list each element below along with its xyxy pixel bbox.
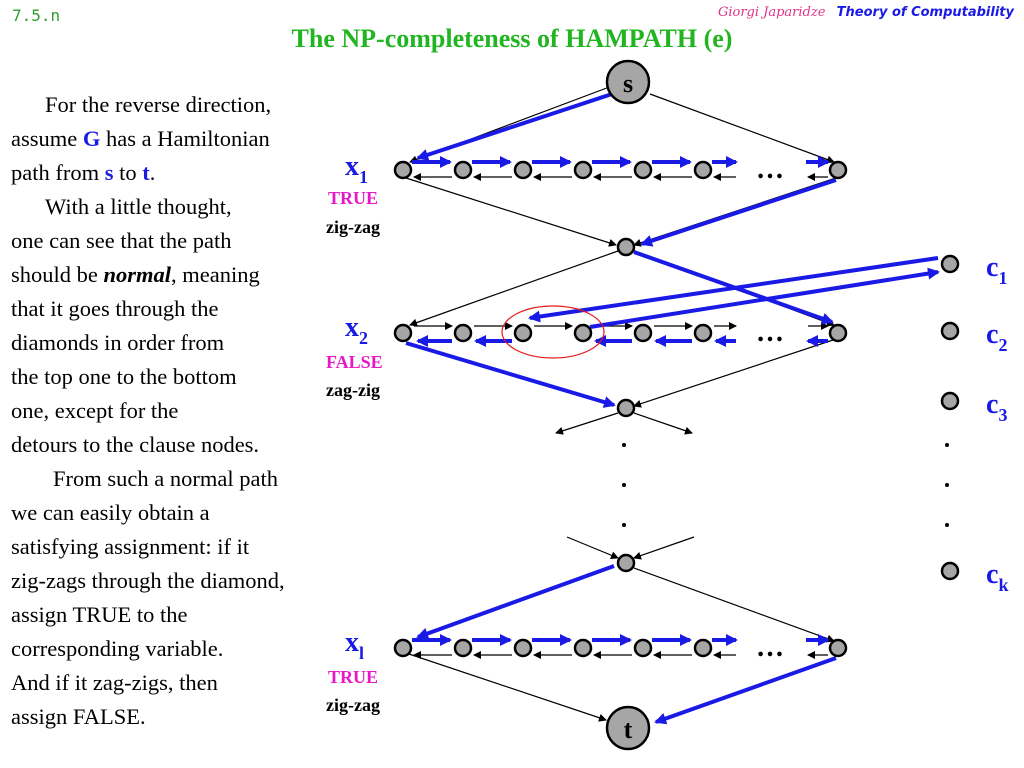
slide-number: 7.5.n — [12, 6, 61, 25]
graph-g-ref: G — [82, 126, 101, 151]
text-line: corresponding variable. — [11, 636, 224, 661]
header-credit: Giorgi Japaridze Theory of Computability — [718, 4, 1014, 20]
x2-value: FALSE — [326, 352, 383, 372]
text-line: one, except for the — [11, 398, 179, 423]
course-name: Theory of Computability — [836, 5, 1014, 20]
xl-pattern: zig-zag — [326, 695, 380, 715]
text-line: For the reverse direction, — [45, 92, 272, 117]
xl-chain-nodes — [393, 638, 848, 658]
text-line: assume G has a Hamiltonian — [11, 122, 381, 156]
c3-label: c3 — [986, 389, 1007, 425]
clause-node — [940, 254, 960, 274]
separator-nodes — [616, 237, 636, 573]
text-run: should be — [11, 262, 104, 287]
clause-nodes — [940, 254, 960, 581]
text-run: to — [113, 160, 143, 185]
text-line: assign FALSE. — [11, 704, 146, 729]
c1-label: c1 — [986, 252, 1007, 288]
slide-title: The NP-completeness of HAMPATH (e) — [291, 24, 733, 53]
text-line: And if it zag-zigs, then — [11, 670, 218, 695]
text-line: satisfying assignment: if it — [11, 534, 250, 559]
x1-pattern: zig-zag — [326, 217, 380, 237]
x2-chain-nodes — [393, 323, 848, 343]
text-line: path from s to t. — [11, 156, 381, 190]
clause-node — [940, 391, 960, 411]
graph-nodes — [393, 59, 960, 751]
x2-ellipsis: … — [756, 317, 784, 348]
x2-label: x2 — [345, 312, 368, 348]
x1-ellipsis: … — [756, 154, 784, 185]
text-run: assume — [11, 126, 83, 151]
c2-label: c2 — [986, 319, 1007, 355]
node-t — [605, 705, 651, 751]
text-run: . — [149, 160, 156, 185]
text-run: path from — [11, 160, 105, 185]
normal-term: normal — [103, 262, 172, 287]
x1-chain-nodes — [393, 160, 848, 180]
node-s-ref: s — [104, 160, 114, 185]
text-line: should be normal, meaning — [11, 258, 381, 292]
x2-pattern: zag-zig — [326, 380, 380, 400]
text-line: one can see that the path — [11, 228, 232, 253]
clause-node — [940, 561, 960, 581]
node-s-label: s — [623, 69, 633, 98]
text-line: that it goes through the — [11, 296, 219, 321]
text-line: we can easily obtain a — [11, 500, 210, 525]
hamiltonian-path — [405, 92, 940, 725]
text-line: the top one to the bottom — [11, 364, 237, 389]
vertical-dots — [622, 443, 949, 527]
text-line: From such a normal path — [53, 466, 278, 491]
node-s — [605, 59, 651, 105]
xl-label: xl — [345, 627, 364, 663]
node-t-label: t — [624, 715, 633, 744]
clause-node — [940, 321, 960, 341]
node-t-ref: t — [142, 160, 150, 185]
text-line: zig-zags through the diamond, — [11, 568, 285, 593]
xl-value: TRUE — [328, 667, 378, 687]
ck-label: ck — [986, 559, 1008, 595]
clause-detour-highlight — [501, 305, 605, 359]
text-line: detours to the clause nodes. — [11, 432, 260, 457]
text-line: With a little thought, — [45, 194, 232, 219]
text-run: , meaning — [171, 262, 260, 287]
text-line: assign TRUE to the — [11, 602, 188, 627]
text-line: diamonds in order from — [11, 330, 225, 355]
body-text: For the reverse direction, assume G has … — [11, 88, 381, 734]
x1-value: TRUE — [328, 188, 378, 208]
variable-labels: x1 TRUE zig-zag x2 FALSE zag-zig xl TRUE… — [326, 151, 383, 715]
clause-labels: c1 c2 c3 ck — [986, 252, 1008, 595]
x1-label: x1 — [345, 151, 368, 187]
author-name: Giorgi Japaridze — [717, 5, 826, 20]
text-run: has a Hamiltonian — [100, 126, 270, 151]
xl-ellipsis: … — [756, 632, 784, 663]
